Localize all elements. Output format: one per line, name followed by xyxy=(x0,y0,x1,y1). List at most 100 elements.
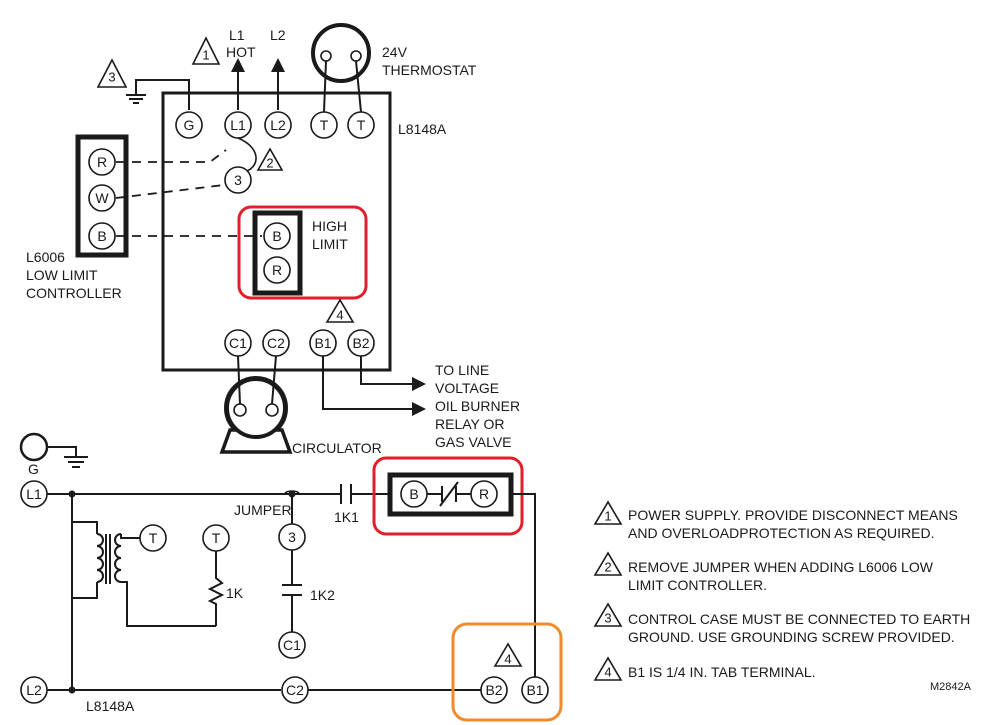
note-3-line-2: GROUND. USE GROUNDING SCREW PROVIDED. xyxy=(628,629,955,645)
svg-text:T: T xyxy=(320,117,329,133)
note-2-line-2: LIMIT CONTROLLER. xyxy=(628,577,767,593)
high-limit-terminal-b xyxy=(263,222,291,250)
schematic-terminal-c1 xyxy=(278,631,306,659)
note-marker-4-bottom-icon xyxy=(493,642,523,667)
high-limit-terminal-block xyxy=(252,210,303,296)
schematic-high-limit-highlight xyxy=(372,456,524,536)
svg-text:B2: B2 xyxy=(485,682,502,698)
schematic-1k-label: 1K xyxy=(226,585,244,601)
output-label-5: GAS VALVE xyxy=(435,434,512,450)
low-limit-label-3: CONTROLLER xyxy=(26,285,122,301)
svg-text:3: 3 xyxy=(604,611,611,626)
l8148a-box xyxy=(161,91,392,372)
schematic-terminal-t1 xyxy=(139,524,167,552)
svg-text:B: B xyxy=(272,228,281,244)
schematic-1k2-label: 1K2 xyxy=(310,587,335,603)
note-2-line-1: REMOVE JUMPER WHEN ADDING L6006 LOW xyxy=(628,559,934,575)
l1-arrow-icon xyxy=(231,58,245,72)
note-4-marker-icon xyxy=(593,656,623,681)
output-label-3: OIL BURNER xyxy=(435,398,520,414)
thermostat-voltage-label: 24V xyxy=(382,44,408,60)
svg-text:L2: L2 xyxy=(270,117,286,133)
svg-text:T: T xyxy=(357,117,366,133)
svg-text:4: 4 xyxy=(604,665,611,680)
high-limit-terminal-r xyxy=(263,256,291,284)
note-marker-4-top-icon xyxy=(325,298,355,323)
svg-text:3: 3 xyxy=(234,172,242,188)
note-marker-2-icon xyxy=(256,147,284,171)
note-1-marker-icon xyxy=(593,500,623,525)
svg-text:T: T xyxy=(149,530,158,546)
output-label-1: TO LINE xyxy=(435,362,489,378)
supply-l1-label: L1 xyxy=(229,27,245,43)
note-3-line-1: CONTROL CASE MUST BE CONNECTED TO EARTH xyxy=(628,611,970,627)
note-3-marker-icon xyxy=(593,602,623,627)
svg-text:L2: L2 xyxy=(26,682,42,698)
svg-text:R: R xyxy=(272,262,282,278)
svg-text:R: R xyxy=(97,154,107,170)
terminal-l2 xyxy=(264,111,292,139)
svg-text:2: 2 xyxy=(604,560,611,575)
high-limit-highlight xyxy=(237,205,368,300)
l8148a-label: L8148A xyxy=(398,121,447,137)
svg-text:W: W xyxy=(95,190,109,206)
output-label-4: RELAY OR xyxy=(435,416,505,432)
figure-id: M2842A xyxy=(930,681,972,693)
low-limit-terminal-r xyxy=(88,148,116,176)
schematic-terminal-b2 xyxy=(480,676,508,704)
svg-text:B1: B1 xyxy=(526,682,543,698)
svg-text:B: B xyxy=(409,486,418,502)
schematic-model-label: L8148A xyxy=(86,698,135,714)
svg-text:1: 1 xyxy=(604,509,611,524)
thermostat-icon xyxy=(311,23,371,83)
terminal-3 xyxy=(224,166,252,194)
schematic-g-label: G xyxy=(28,461,39,477)
note-1-line-1: POWER SUPPLY. PROVIDE DISCONNECT MEANS xyxy=(628,507,958,523)
note-2-marker-icon xyxy=(593,551,623,576)
circulator-label: CIRCULATOR xyxy=(292,440,382,456)
low-limit-label-2: LOW LIMIT xyxy=(26,267,98,283)
svg-text:4: 4 xyxy=(504,652,511,667)
svg-text:3: 3 xyxy=(288,529,296,545)
low-limit-terminal-b xyxy=(88,222,116,250)
note-marker-1-icon xyxy=(191,36,221,65)
schematic-ground-icon xyxy=(19,432,49,462)
low-limit-label-1: L6006 xyxy=(26,249,65,265)
svg-text:L1: L1 xyxy=(230,117,246,133)
svg-text:C2: C2 xyxy=(267,335,285,351)
svg-text:B1: B1 xyxy=(314,335,331,351)
terminal-g xyxy=(175,111,203,139)
note-4-line-1: B1 IS 1/4 IN. TAB TERMINAL. xyxy=(628,664,816,680)
svg-text:L1: L1 xyxy=(26,486,42,502)
supply-hot-label: HOT xyxy=(226,44,256,60)
low-limit-controller xyxy=(75,134,129,258)
schematic-jumper-label: JUMPER xyxy=(234,502,292,518)
svg-text:C1: C1 xyxy=(283,637,301,653)
schematic-terminal-b1 xyxy=(521,676,549,704)
low-limit-terminal-w xyxy=(88,184,116,212)
thermostat-label: THERMOSTAT xyxy=(382,62,477,78)
l2-arrow-icon xyxy=(271,58,285,72)
schematic-b-terminals-highlight xyxy=(451,622,563,722)
supply-l2-label: L2 xyxy=(270,27,286,43)
note-1-line-2: AND OVERLOADPROTECTION AS REQUIRED. xyxy=(628,525,935,541)
high-limit-label-1: HIGH xyxy=(312,218,347,234)
svg-text:2: 2 xyxy=(266,156,273,171)
svg-text:T: T xyxy=(212,530,221,546)
svg-text:3: 3 xyxy=(108,70,115,85)
svg-text:R: R xyxy=(479,486,489,502)
note-marker-3-icon xyxy=(96,58,128,88)
svg-text:C1: C1 xyxy=(229,335,247,351)
output-arrow-1-icon xyxy=(412,377,426,391)
output-label-2: VOLTAGE xyxy=(435,380,499,396)
output-arrow-2-icon xyxy=(412,402,426,416)
schematic-1k1-label: 1K1 xyxy=(334,509,359,525)
svg-text:B: B xyxy=(97,228,106,244)
svg-text:4: 4 xyxy=(336,308,343,323)
svg-text:C2: C2 xyxy=(286,682,304,698)
svg-text:1: 1 xyxy=(202,48,209,63)
svg-text:G: G xyxy=(184,117,195,133)
svg-text:B2: B2 xyxy=(352,335,369,351)
high-limit-label-2: LIMIT xyxy=(312,236,348,252)
